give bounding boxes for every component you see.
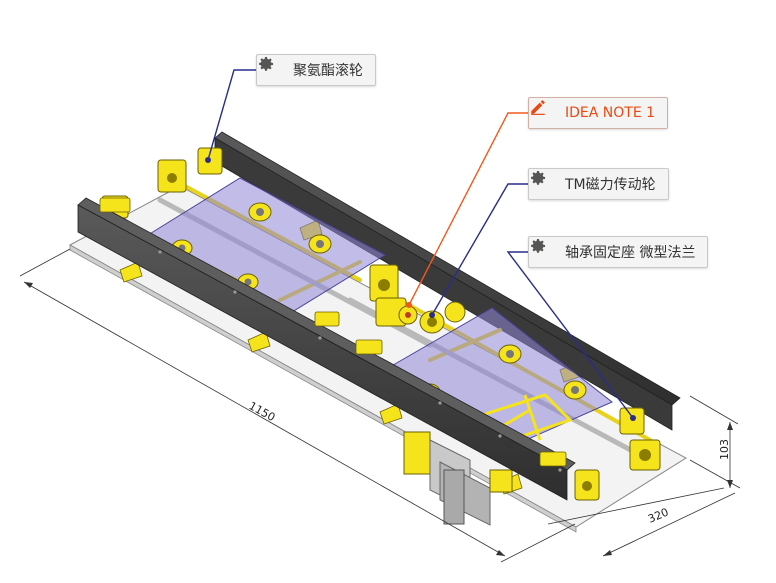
front-rail-face bbox=[77, 204, 568, 501]
leader-tm-magnetic-wheel bbox=[431, 183, 528, 316]
dimension-arrows bbox=[24, 282, 733, 556]
bearing-bores bbox=[167, 173, 651, 491]
leader-idea-note bbox=[408, 112, 528, 306]
callout-bearing-mount[interactable]: 轴承固定座 微型法兰 bbox=[528, 236, 709, 268]
drive-motor bbox=[403, 431, 513, 526]
gear-icon bbox=[531, 238, 557, 262]
leader-lines bbox=[207, 69, 634, 419]
dim-height-label: 103 bbox=[718, 439, 731, 460]
dim-length-label: 1150 bbox=[247, 399, 278, 424]
magnetic-wheel-cluster bbox=[398, 301, 466, 334]
rail-bolts bbox=[158, 250, 562, 472]
dim-width-label: 320 bbox=[646, 506, 670, 526]
callout-label: TM磁力传动轮 bbox=[565, 177, 656, 193]
pencil-icon bbox=[531, 100, 557, 123]
callout-idea-note[interactable]: IDEA NOTE 1 bbox=[528, 97, 669, 129]
callout-label: IDEA NOTE 1 bbox=[565, 105, 656, 121]
callout-label: 轴承固定座 微型法兰 bbox=[565, 245, 696, 261]
leader-polyurethane-roller bbox=[207, 69, 256, 161]
callout-tm-magnetic-wheel[interactable]: TM磁力传动轮 bbox=[528, 168, 669, 200]
leader-dots bbox=[205, 157, 636, 421]
gear-icon bbox=[531, 170, 557, 194]
leader-bearing-mount bbox=[506, 251, 634, 419]
callout-label: 聚氨酯滚轮 bbox=[293, 63, 363, 79]
gear-icon bbox=[259, 56, 285, 80]
front-brackets bbox=[99, 197, 567, 467]
callout-polyurethane-roller[interactable]: 聚氨酯滚轮 bbox=[256, 54, 376, 86]
